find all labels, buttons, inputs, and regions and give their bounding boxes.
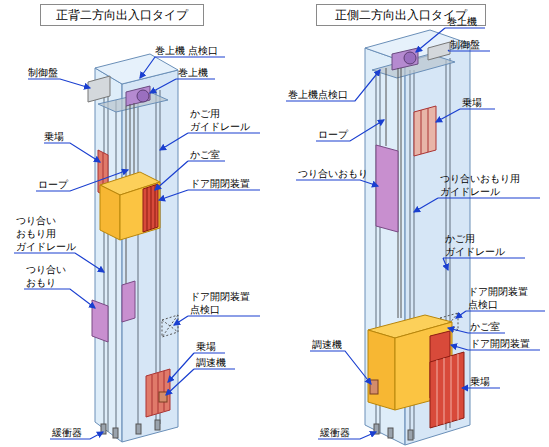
part-label: 巻上機 点検口 <box>155 44 218 57</box>
part-label: つり合い おもり用 ガイドレール <box>16 214 76 253</box>
part-label: ロープ <box>318 128 348 141</box>
part-label: ドア開閉装置 <box>190 177 250 190</box>
part-label: つり合いおもり用 ガイドレール <box>440 172 520 198</box>
part-label: かご用 ガイドレール <box>190 107 250 133</box>
part-label: 緩衝器 <box>320 426 350 439</box>
part-label: 巻上機点検口 <box>288 88 348 101</box>
part-label: つり合いおもり <box>298 167 368 180</box>
part-label: ロープ <box>38 178 68 191</box>
part-label: 巻上機 <box>447 15 477 28</box>
leader-lines <box>14 28 545 439</box>
title-text: 正背二方向出入口タイプ <box>56 7 188 24</box>
part-label: 調速機 <box>312 338 342 351</box>
part-label: 巻上機 <box>178 66 208 79</box>
part-label: 乗場 <box>470 375 490 388</box>
part-label: かご室 <box>190 148 220 161</box>
part-label: 調速機 <box>196 356 226 369</box>
part-label: 乗場 <box>44 130 64 143</box>
part-label: かご用 ガイドレール <box>445 232 505 258</box>
part-label: ドア開閉装置 点検口 <box>190 290 250 316</box>
part-label: 制御盤 <box>450 38 480 51</box>
part-label: かご室 <box>470 320 500 333</box>
part-label: 緩衝器 <box>52 426 82 439</box>
part-label: ドア開閉装置 点検口 <box>468 285 528 311</box>
title-box: 正背二方向出入口タイプ <box>40 4 204 26</box>
left-shaft <box>88 54 178 442</box>
part-label: ドア開閉装置 <box>470 337 530 350</box>
part-label: 制御盤 <box>28 66 58 79</box>
part-label: つり合い おもり <box>26 263 66 289</box>
part-label: 乗場 <box>462 96 482 109</box>
part-label: 乗場 <box>196 340 216 353</box>
